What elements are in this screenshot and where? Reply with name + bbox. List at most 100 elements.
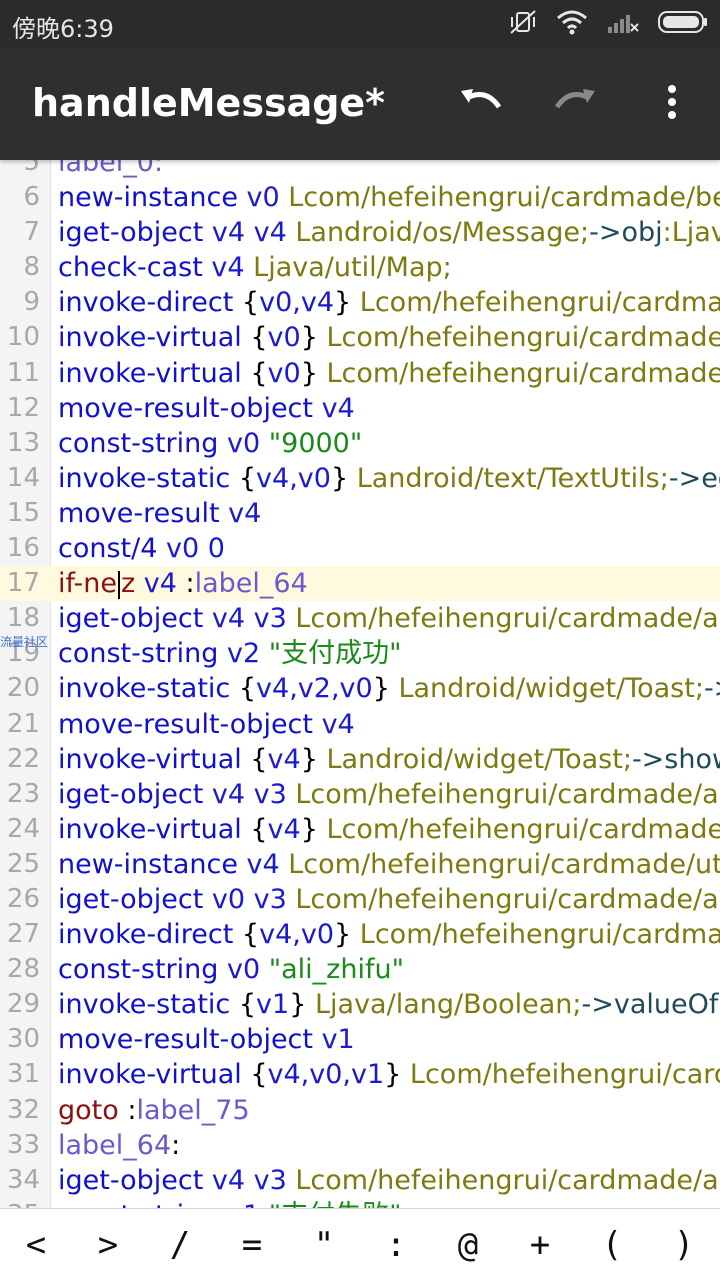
line-number-gutter [0,160,51,1208]
code-text: invoke-static {v1} Ljava/lang/Boolean;->… [58,987,720,1022]
code-token: v0 0 [166,533,225,565]
code-token: invoke-static [58,462,239,494]
code-token: Lcom/hefeihengrui/cardm [409,1059,720,1091]
code-token: move-result-object [58,708,322,740]
line-number: 5 [23,160,40,177]
code-token: check-cast [58,252,212,284]
code-token: v4 v3 [211,603,296,635]
code-line[interactable]: 35const-string v1 "支付失败" [0,1198,720,1208]
code-token: v4,v2,v0 [256,673,373,705]
redo-icon [553,85,599,123]
code-token: v4 [211,252,254,284]
code-text: const-string v2 "支付成功" [58,636,402,671]
code-token: } [300,743,327,775]
code-line[interactable]: 34 iget-object v4 v3 Lcom/hefeihengrui/ca… [0,1163,720,1198]
line-number: 14 [6,462,40,493]
line-number: 27 [6,919,40,950]
code-token: v4,v0,v1 [267,1059,385,1091]
line-number: 11 [6,357,40,388]
code-token: label_64 [58,1129,172,1161]
line-number: 30 [6,1024,40,1055]
symbol-key[interactable]: @ [457,1225,479,1265]
code-token: invoke-virtual [58,322,251,354]
symbol-key[interactable]: < [25,1225,47,1265]
code-token: v4,v0 [256,462,331,494]
symbol-key[interactable]: : [385,1225,407,1265]
undo-button[interactable] [454,78,506,130]
code-token: ( [718,989,720,1020]
code-token: { [238,673,257,705]
more-options-button[interactable] [646,78,698,130]
symbol-key[interactable]: > [97,1225,119,1265]
code-token: Ljava/util/Map; [253,252,452,284]
code-line[interactable]: 14 invoke-static {v4,v0} Landroid/text/Te… [0,461,720,496]
line-number: 24 [6,813,40,844]
code-token: : [185,568,195,600]
code-token: move-result-object [58,1024,322,1056]
code-token: invoke-virtual [58,813,251,845]
symbol-key[interactable]: + [529,1225,551,1265]
code-text: invoke-static {v4,v2,v0} Landroid/widget… [58,671,720,706]
muted-vibrate-icon [508,8,538,40]
line-number: 7 [23,217,40,248]
code-line[interactable]: 10 invoke-virtual {v0} Lcom/hefeihengrui/… [0,320,720,355]
code-text: move-result-object v4 [58,707,355,742]
code-token: v0 v3 [211,883,296,915]
code-text: iget-object v4 v3 Lcom/hefeihengrui/card… [58,1163,720,1198]
symbol-key[interactable]: = [241,1225,263,1265]
code-text: const/4 v0 0 [58,531,225,566]
code-text: invoke-virtual {v0} Lcom/hefeihengrui/ca… [58,320,720,355]
code-token: move-result-object [58,392,322,424]
line-number: 34 [6,1164,40,1195]
code-token: label_0: [58,160,164,178]
symbol-key[interactable]: ( [601,1225,623,1265]
code-token: v4 [267,813,301,845]
code-token: ->obj [589,217,663,249]
code-token: "9000" [268,427,363,459]
symbol-key[interactable]: / [169,1225,191,1265]
symbol-key[interactable]: ) [673,1225,695,1265]
redo-button[interactable] [550,78,602,130]
code-token: v1 [256,989,290,1021]
code-text: invoke-static {v4,v0} Landroid/text/Text… [58,461,720,496]
code-token: iget-object [58,1164,212,1196]
code-token: v0,v4 [259,287,335,319]
code-text: invoke-virtual {v4} Landroid/widget/Toas… [58,742,720,777]
code-token: invoke-virtual [58,357,251,389]
code-token: { [238,462,257,494]
symbol-key[interactable]: " [313,1225,335,1265]
code-token: v4 [321,392,355,424]
code-token: ->show [631,743,720,775]
line-number: 9 [23,287,40,318]
code-line[interactable]: 5 label_0: [0,160,720,180]
line-number: 10 [6,322,40,353]
code-token: iget-object [58,778,212,810]
